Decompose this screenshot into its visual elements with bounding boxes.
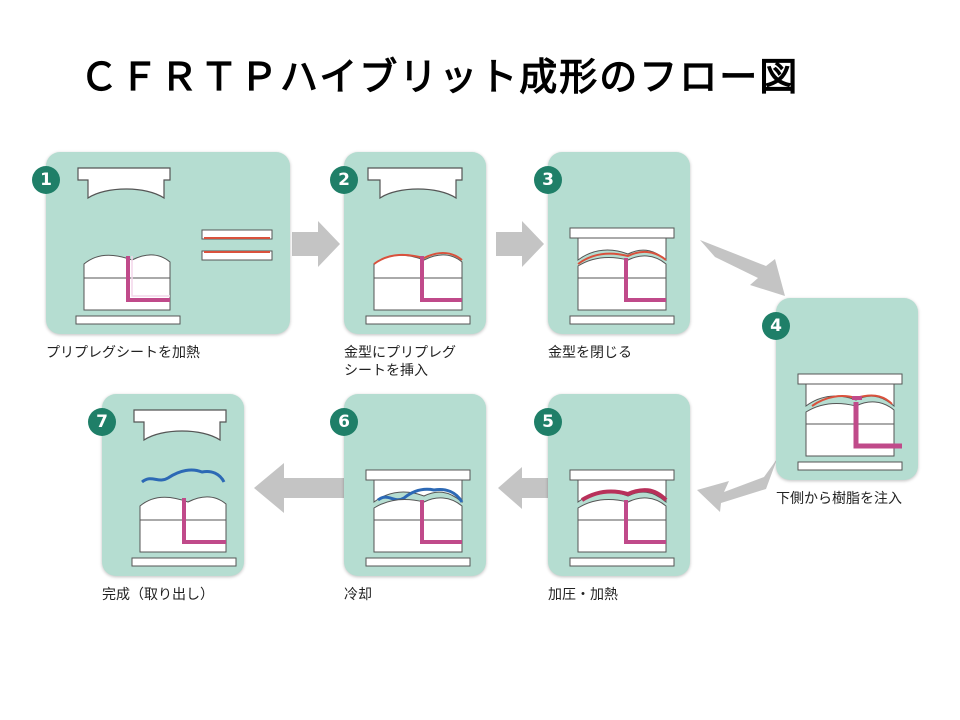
step-number-badge: 3	[534, 166, 562, 194]
step-panel-7: 7	[88, 394, 244, 576]
mold-closed-illustration	[569, 227, 675, 325]
step-caption-2-line-2: シートを挿入	[344, 363, 428, 379]
cooling-illustration	[365, 469, 471, 567]
step-panel-5: 5	[534, 394, 690, 576]
step-caption-4: 下側から樹脂を注入	[776, 491, 902, 507]
step-caption-3: 金型を閉じる	[548, 345, 632, 361]
step-caption-5: 加圧・加熱	[548, 587, 618, 603]
resin-injection-illustration	[797, 373, 903, 471]
step-caption-6: 冷却	[344, 587, 372, 603]
arrow-5-to-6	[498, 467, 548, 509]
step-number-badge: 5	[534, 408, 562, 436]
step-panel-1: 1	[32, 152, 290, 334]
step-number-badge: 4	[762, 312, 790, 340]
mold-with-prepreg-illustration	[365, 167, 471, 325]
step-panel-4: 4	[762, 298, 918, 480]
step-panel-6: 6	[330, 394, 486, 576]
finished-part-removed-illustration	[131, 409, 237, 567]
arrow-3-to-4	[700, 240, 785, 296]
page-title: ＣＦＲＴＰハイブリット成形のフロー図	[80, 55, 800, 99]
step-number-badge: 1	[32, 166, 60, 194]
step-number-badge: 7	[88, 408, 116, 436]
press-and-heat-illustration	[569, 469, 675, 567]
step-number-badge: 2	[330, 166, 358, 194]
step-caption-1: プリプレグシートを加熱	[46, 345, 200, 361]
arrow-4-to-5	[697, 459, 777, 512]
step-caption-2-line-1: 金型にプリプレグ	[344, 345, 456, 361]
step-caption-7: 完成（取り出し）	[102, 587, 214, 603]
step-caption-2: 金型にプリプレグ シートを挿入	[344, 344, 456, 380]
step-panel-3: 3	[534, 152, 690, 334]
arrow-1-to-2	[292, 221, 340, 267]
mold-open-with-heater-illustration	[75, 167, 273, 325]
step-number-badge: 6	[330, 408, 358, 436]
arrow-2-to-3	[496, 221, 544, 267]
step-panel-2: 2	[330, 152, 486, 334]
arrow-6-to-7	[254, 463, 344, 513]
